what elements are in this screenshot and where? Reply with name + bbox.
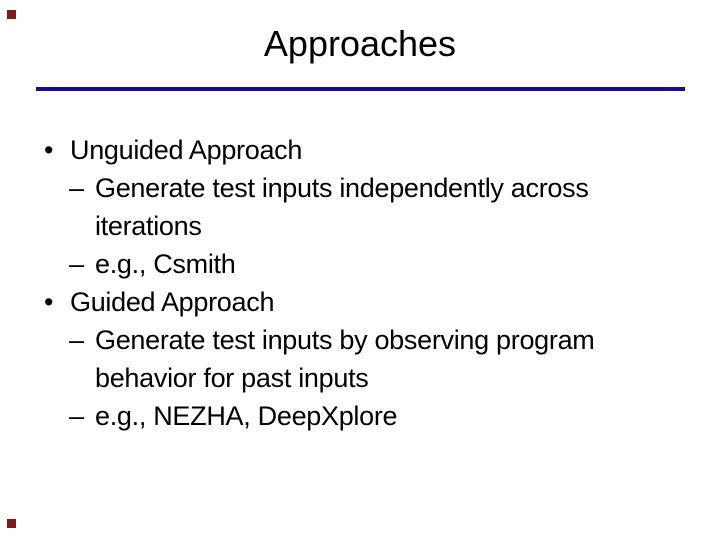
dash-icon: – xyxy=(69,173,84,203)
title-underline xyxy=(36,87,685,91)
bullet-list: • Unguided Approach – Generate test inpu… xyxy=(42,131,642,435)
sub-bullet-text: Generate test inputs by observing progra… xyxy=(95,325,595,393)
bullet-dot-icon: • xyxy=(44,135,54,165)
corner-square-marker-top xyxy=(7,10,16,19)
bullet-text: Unguided Approach xyxy=(70,135,303,165)
sub-bullet-text: e.g., Csmith xyxy=(95,249,236,279)
sub-bullet-item: – Generate test inputs by observing prog… xyxy=(42,321,642,397)
dash-icon: – xyxy=(69,325,84,355)
sub-bullet-text: Generate test inputs independently acros… xyxy=(95,173,589,241)
sub-bullet-text: e.g., NEZHA, DeepXplore xyxy=(95,401,398,431)
dash-icon: – xyxy=(69,401,84,431)
sub-bullet-item: – e.g., NEZHA, DeepXplore xyxy=(42,397,642,435)
bullet-text: Guided Approach xyxy=(70,287,275,317)
corner-square-marker-bottom xyxy=(7,519,16,528)
bullet-dot-icon: • xyxy=(44,287,54,317)
bullet-item: • Unguided Approach xyxy=(42,131,642,169)
sub-bullet-item: – Generate test inputs independently acr… xyxy=(42,169,642,245)
dash-icon: – xyxy=(69,249,84,279)
sub-bullet-item: – e.g., Csmith xyxy=(42,245,642,283)
bullet-item: • Guided Approach xyxy=(42,283,642,321)
page-title: Approaches xyxy=(263,23,457,64)
